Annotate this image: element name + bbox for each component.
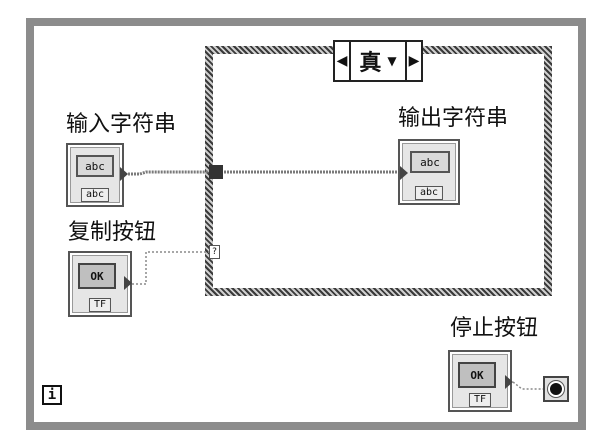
- output-arrow-icon: [120, 167, 128, 181]
- selector-value-display[interactable]: 真 ▼: [351, 45, 405, 77]
- output-arrow-icon: [124, 276, 132, 290]
- copy-button-label: 复制按钮: [68, 220, 157, 245]
- case-input-tunnel[interactable]: [209, 165, 223, 179]
- case-selector[interactable]: ◀ 真 ▼ ▶: [333, 40, 423, 82]
- iteration-terminal: i: [42, 385, 62, 405]
- output-string-value: abc: [410, 151, 450, 173]
- input-string-label: 输入字符串: [66, 112, 177, 137]
- string-wire: [128, 170, 210, 176]
- stop-button-label: 停止按钮: [450, 316, 539, 341]
- input-string-terminal[interactable]: abc abc: [66, 143, 124, 207]
- output-string-terminal[interactable]: abc abc: [398, 139, 460, 205]
- stop-button-terminal[interactable]: OK TF: [448, 350, 512, 412]
- copy-button-terminal[interactable]: OK TF: [68, 251, 132, 317]
- stop-wire: [512, 381, 543, 390]
- loop-condition-terminal[interactable]: [543, 376, 569, 402]
- output-string-label: 输出字符串: [398, 106, 509, 131]
- copy-button-value: OK: [78, 263, 116, 289]
- copy-button-type: TF: [88, 298, 112, 312]
- selector-value: 真: [359, 51, 382, 76]
- stop-button-type: TF: [468, 393, 492, 407]
- stop-condition-icon: [550, 383, 562, 395]
- input-string-type: abc: [80, 188, 110, 202]
- stop-button-value: OK: [458, 362, 496, 388]
- boolean-wire: [132, 251, 209, 285]
- chevron-down-icon[interactable]: ▼: [387, 54, 397, 68]
- selector-terminal[interactable]: ?: [209, 245, 220, 259]
- output-string-type: abc: [414, 186, 444, 200]
- selector-increment-icon[interactable]: ▶: [405, 42, 421, 80]
- output-arrow-icon: [505, 375, 513, 389]
- input-arrow-icon: [400, 166, 408, 180]
- selector-decrement-icon[interactable]: ◀: [335, 42, 351, 80]
- input-string-value: abc: [76, 155, 114, 177]
